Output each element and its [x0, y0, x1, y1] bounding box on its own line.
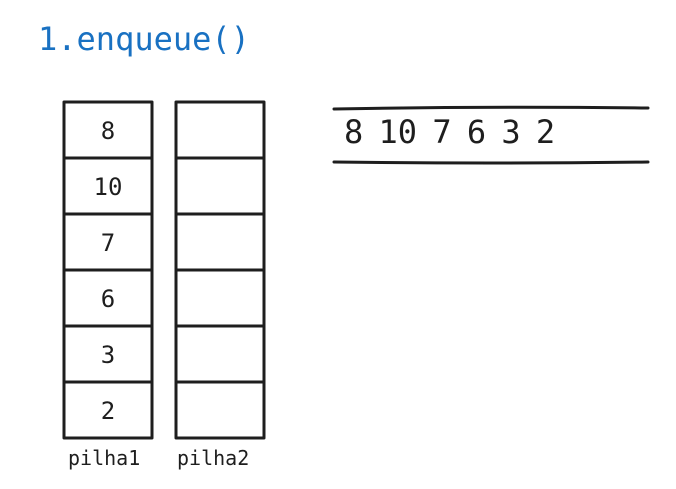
stack-cell [174, 212, 266, 272]
stack-pilha2 [174, 100, 266, 440]
stack-cell-value: 8 [101, 117, 115, 145]
stack-pilha1: 8 10 7 6 3 2 [62, 100, 154, 440]
stack-cell [174, 100, 266, 160]
stack-cell [62, 380, 154, 440]
stacks-group: 8 10 7 6 3 2 [62, 100, 266, 440]
stack-cell-value: 7 [101, 229, 115, 257]
stack-cell-value: 10 [94, 173, 123, 201]
stack-label-pilha1: pilha1 [68, 446, 141, 470]
queue-contents: 8 10 7 6 3 2 [344, 113, 556, 151]
stack-cell [174, 380, 266, 440]
stack-cell-value: 2 [101, 397, 115, 425]
stack-label-pilha2: pilha2 [177, 446, 250, 470]
queue-top-line [332, 105, 650, 111]
stack-cell [174, 156, 266, 216]
stack-cell-value: 3 [101, 341, 115, 369]
stack-cell [174, 268, 266, 328]
stack-cell [174, 324, 266, 384]
queue-bottom-line [332, 160, 650, 165]
page-title: 1.enqueue() [38, 20, 250, 58]
stack-cell-value: 6 [101, 285, 115, 313]
